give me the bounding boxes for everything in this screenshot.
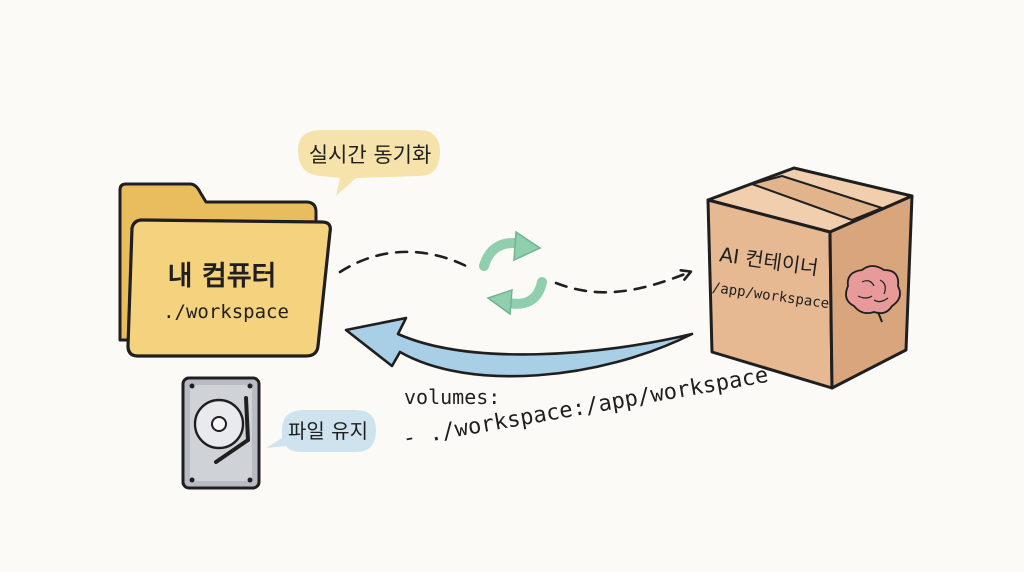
hard-drive-icon <box>181 376 261 490</box>
folder-title: 내 컴퓨터 <box>168 261 277 292</box>
sync-dashed-arrow <box>338 250 690 294</box>
folder-path: ./workspace <box>163 301 289 323</box>
return-arrow <box>344 316 694 378</box>
folder-icon <box>118 182 332 358</box>
sync-bubble-label: 실시간 동기화 <box>309 143 432 167</box>
sync-speech-bubble <box>298 130 440 196</box>
sync-icon <box>479 230 547 316</box>
brain-icon <box>845 265 901 323</box>
persist-bubble-label: 파일 유지 <box>288 419 368 443</box>
volume-config-key: volumes: <box>404 385 500 409</box>
persist-speech-bubble <box>266 410 376 452</box>
